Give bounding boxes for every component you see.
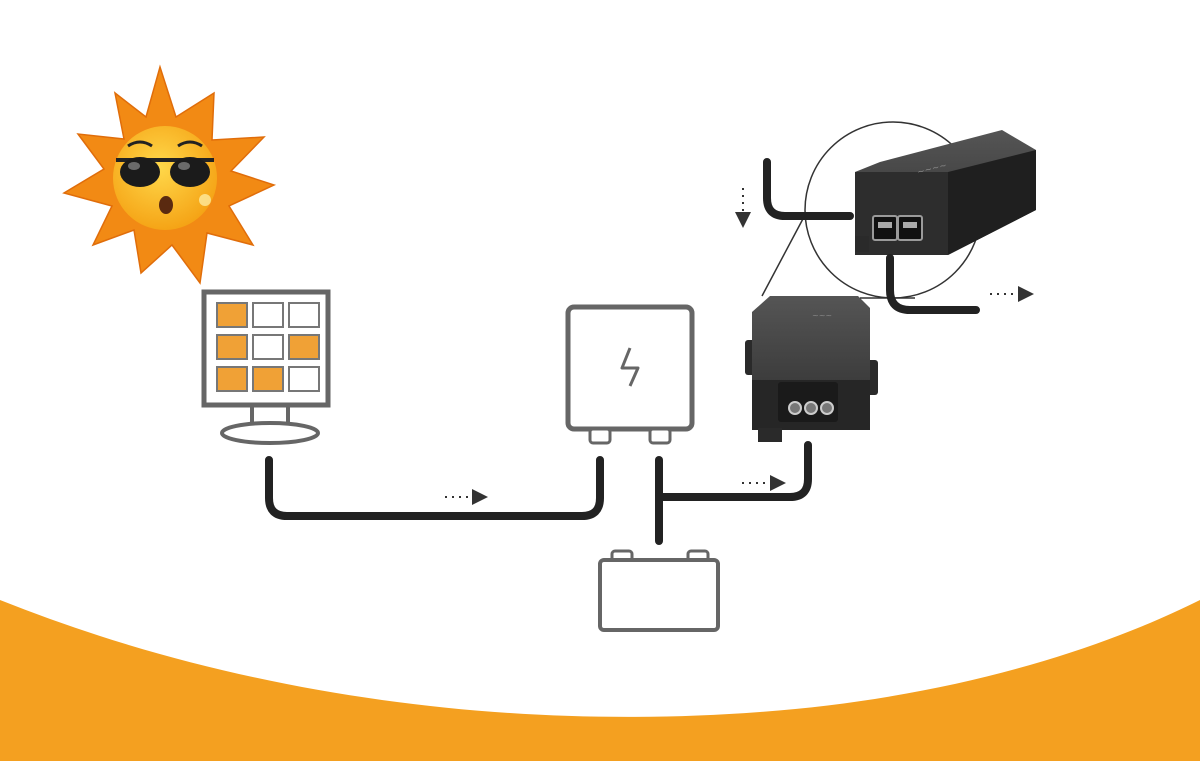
solar-cell — [288, 334, 320, 360]
solar-cell — [252, 334, 284, 360]
solar-panel-cells — [216, 302, 320, 392]
poe-injector-ethernet-icon: ~~~~ — [855, 130, 1036, 255]
charge-controller-icon — [565, 304, 695, 445]
solar-cell — [288, 302, 320, 328]
ethernet-cables — [763, 158, 980, 314]
solar-cell — [216, 334, 248, 360]
sun-with-sunglasses-icon — [62, 64, 277, 285]
orange-wave-background — [0, 600, 1200, 761]
flow-arrows — [445, 188, 1034, 505]
cable-controller-to-converter — [655, 441, 812, 501]
solar-cell — [252, 302, 284, 328]
solar-cell — [288, 366, 320, 392]
cable-panel-to-controller — [265, 456, 604, 520]
solar-panel-icon — [201, 289, 331, 445]
ethernet-cable-out — [886, 254, 980, 314]
solar-cell — [216, 366, 248, 392]
battery-icon — [598, 549, 720, 632]
svg-text:~~~: ~~~ — [812, 311, 832, 320]
dc-poe-converter-icon: ~~~ — [745, 296, 878, 442]
lightning-bolt-icon — [620, 347, 640, 387]
solar-cell — [252, 366, 284, 392]
ethernet-cable-in — [763, 158, 854, 220]
cables — [265, 441, 812, 545]
solar-cell — [216, 302, 248, 328]
